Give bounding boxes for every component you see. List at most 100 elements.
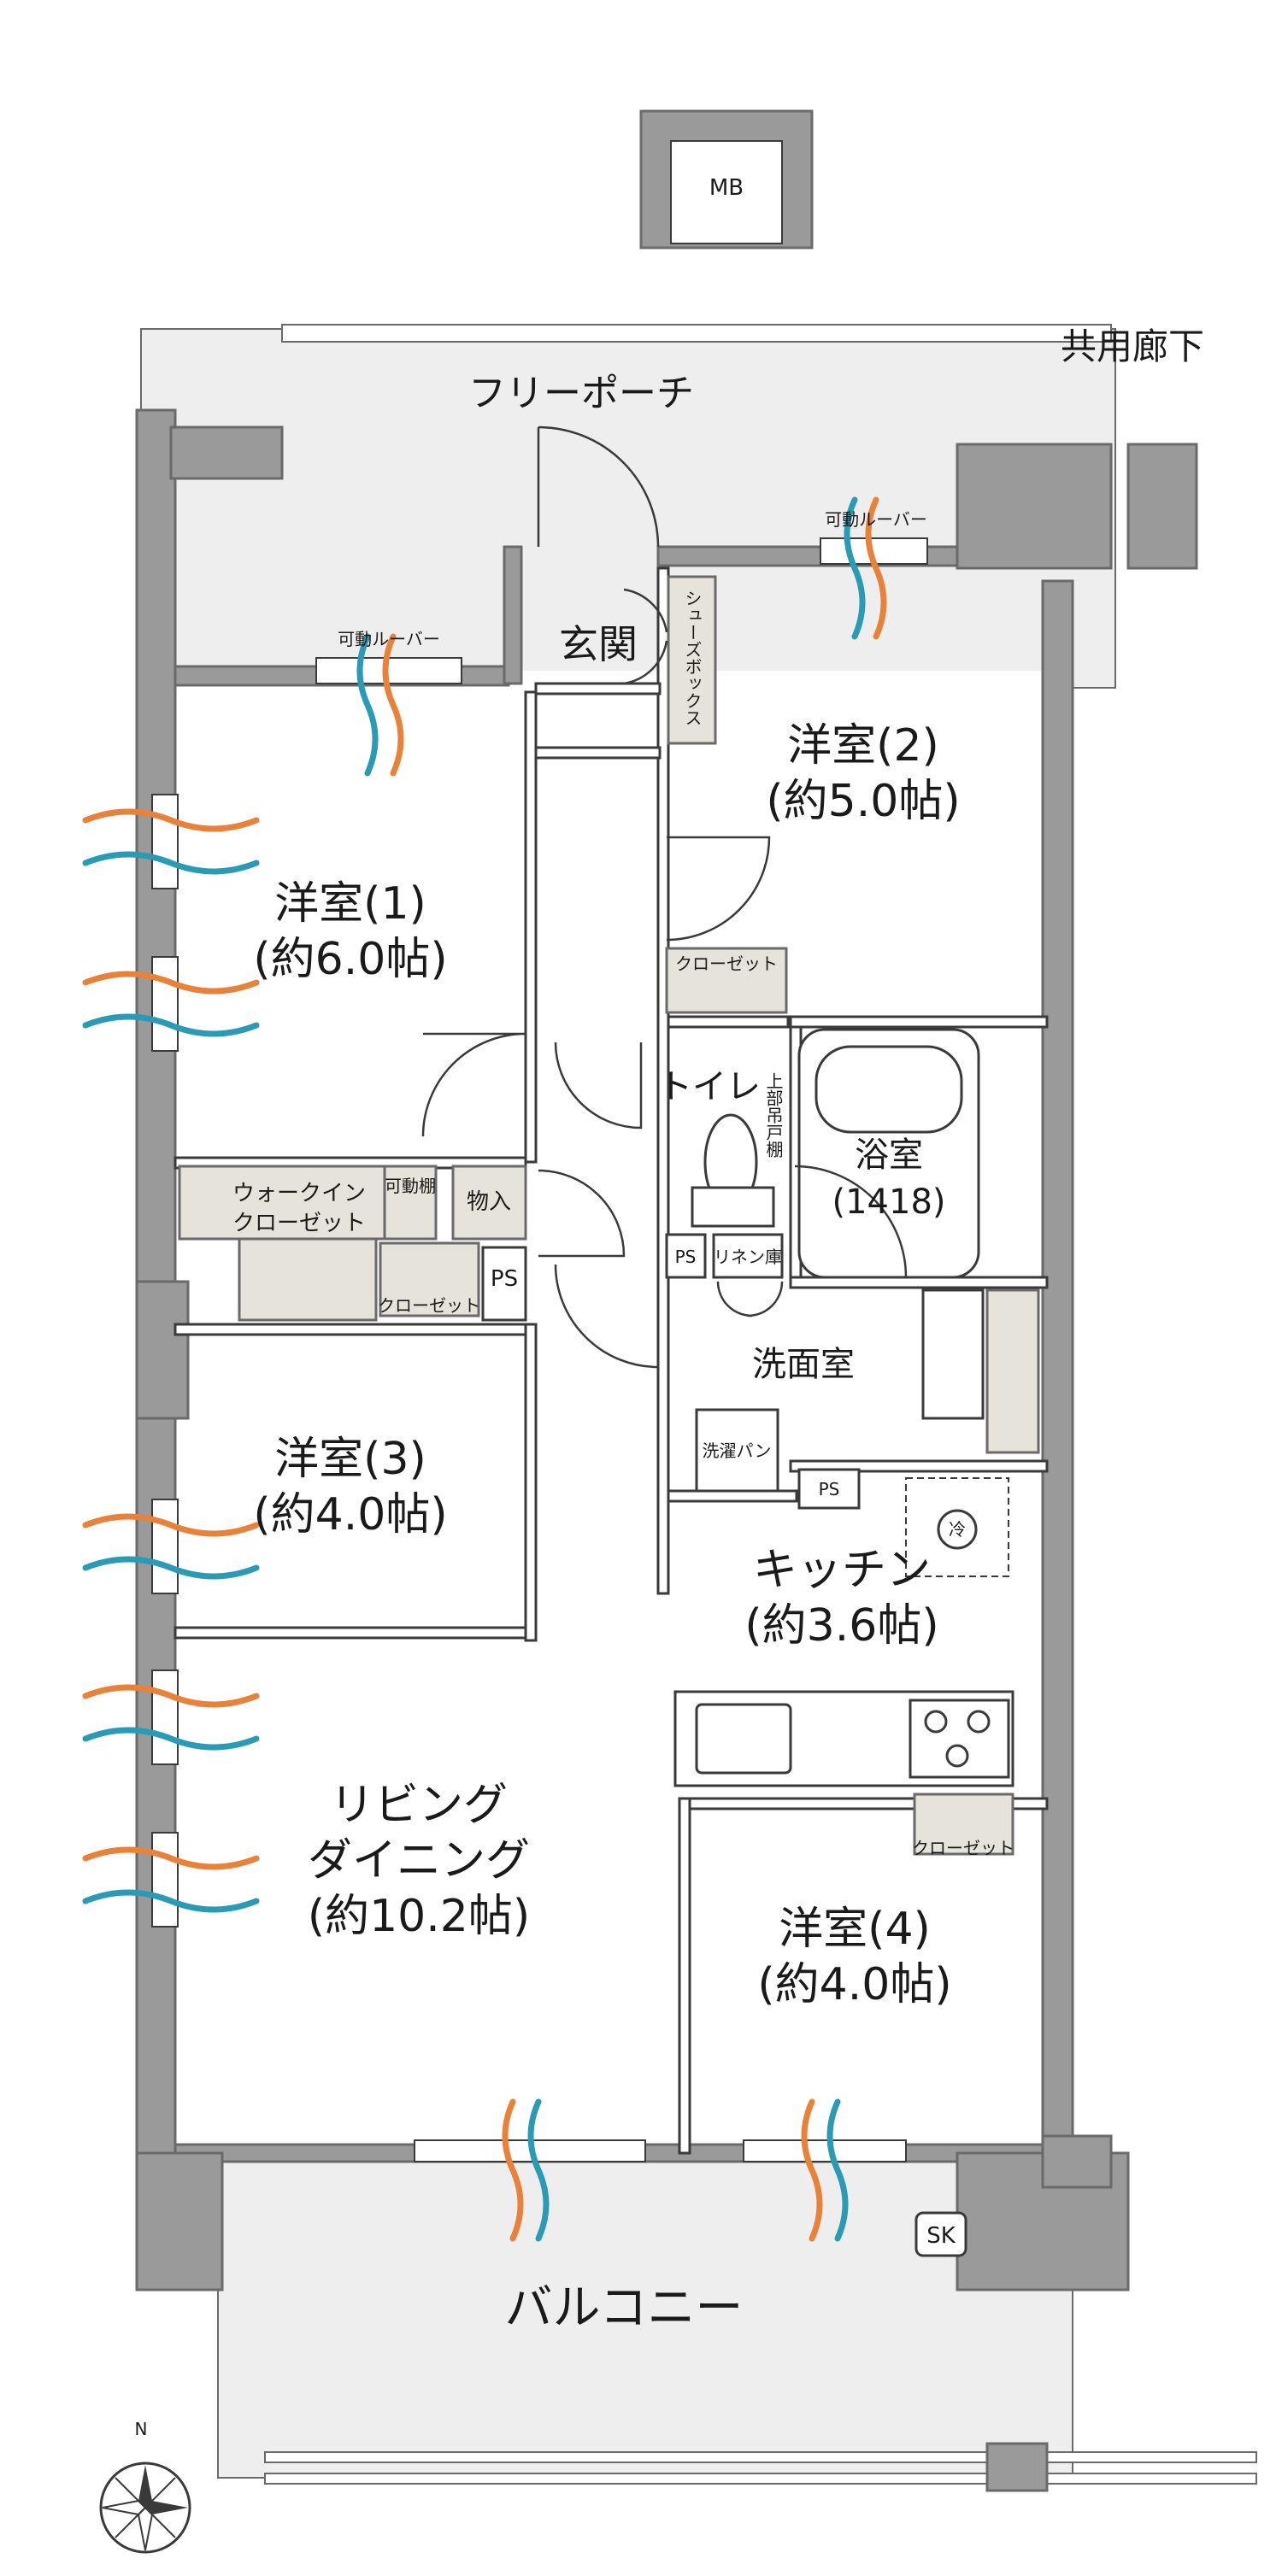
burner-2 xyxy=(967,1710,991,1734)
partition-bath-north xyxy=(789,1015,1049,1029)
label-louver-r1: 可動ルーバー xyxy=(338,629,440,649)
north-wall-step xyxy=(503,545,523,685)
door-hall xyxy=(554,1264,660,1369)
partition-wash-south xyxy=(667,1489,798,1503)
label-common-corridor: 共用廊下 xyxy=(1061,326,1204,367)
label-western3-name: 洋室(3) xyxy=(274,1434,426,1485)
label-movable-shelf: 可動棚 xyxy=(385,1176,436,1196)
label-sk: SK xyxy=(926,2223,956,2249)
storage-box xyxy=(451,1165,527,1241)
label-north: N xyxy=(135,2419,148,2439)
movable-shelf xyxy=(383,1165,438,1241)
label-entrance: 玄関 xyxy=(559,621,638,667)
fridge-mark xyxy=(937,1509,978,1550)
ps-box-2 xyxy=(665,1233,707,1279)
storage-units xyxy=(178,575,1040,1856)
label-upper-cabinet: 上部吊戸棚 xyxy=(763,1072,784,1158)
door-shoebox xyxy=(623,588,668,685)
airflow-w6 xyxy=(82,1556,260,1580)
partition-r3-east xyxy=(524,1323,538,1642)
label-bath-size: (1418) xyxy=(832,1182,945,1222)
label-laundry-pan: 洗濯パン xyxy=(703,1441,772,1461)
airflow-living-orange xyxy=(502,2098,524,2242)
sk-box xyxy=(914,2211,967,2257)
closet-r3 xyxy=(379,1241,480,1317)
label-fridge: 冷 xyxy=(949,1519,966,1540)
airflow-r2-blue xyxy=(844,496,866,640)
label-kitchen-name: キッチン xyxy=(753,1545,931,1596)
door-r2 xyxy=(666,836,771,942)
label-western3-size: (約4.0帖) xyxy=(253,1489,447,1540)
label-balcony: バルコニー xyxy=(505,2280,744,2336)
window-r4-south xyxy=(743,2139,907,2162)
label-western2-name: 洋室(2) xyxy=(787,720,939,772)
airflow-w7 xyxy=(82,1684,260,1708)
interior-floor xyxy=(175,671,1060,2162)
door-storage xyxy=(538,1169,626,1258)
partition-entrance-north xyxy=(534,682,662,695)
partition-entrance-south xyxy=(534,746,662,760)
airflow-w10 xyxy=(82,1889,260,1913)
porch-area xyxy=(140,328,1116,689)
closet-r4 xyxy=(913,1793,1014,1856)
toilet-tank xyxy=(691,1186,775,1228)
airflow-r4-blue xyxy=(826,2098,849,2242)
west-pier xyxy=(135,1280,190,1420)
shoe-box xyxy=(667,575,717,745)
label-closet-r4: クローゼット xyxy=(912,1838,1014,1858)
burner-3 xyxy=(945,1744,969,1768)
labels: 洋室(1) (約6.0帖) 洋室(2) (約5.0帖) 洋室(3) (約4.0帖… xyxy=(135,175,1204,2439)
east-wall xyxy=(1041,579,1074,2163)
partition-r1-east xyxy=(524,690,538,1164)
label-shoe-box: シューズボックス xyxy=(682,590,703,726)
airflow-w8 xyxy=(82,1727,260,1751)
label-toilet: トイレ xyxy=(658,1067,761,1106)
airflow-w2 xyxy=(82,851,260,875)
airflow-w4 xyxy=(82,1013,260,1037)
label-bath-name: 浴室 xyxy=(855,1135,923,1175)
label-walkin-line1: ウォークイン xyxy=(232,1181,366,1206)
kitchen-sink xyxy=(695,1703,792,1775)
window-living-a xyxy=(151,1669,179,1765)
partition-closet2 xyxy=(667,1015,790,1029)
label-walkin-line2: クローゼット xyxy=(232,1211,366,1236)
partition-r3-south xyxy=(173,1626,527,1640)
airflow-r4-orange xyxy=(801,2098,823,2242)
label-linen: リネン庫 xyxy=(714,1247,782,1267)
porch-rail xyxy=(281,324,1112,343)
airflow-r2-orange xyxy=(865,496,887,640)
walkin-closet xyxy=(178,1165,420,1241)
label-ps-2: PS xyxy=(675,1247,697,1267)
partition-r3-north xyxy=(173,1323,527,1336)
wash-cabinet xyxy=(985,1288,1040,1454)
balcony-rail xyxy=(264,2451,1257,2463)
label-free-porch: フリーポーチ xyxy=(468,372,694,415)
closet-r2 xyxy=(665,947,788,1014)
ps-box-1 xyxy=(481,1246,527,1322)
airflow xyxy=(82,496,887,2242)
column-ne xyxy=(956,443,1113,570)
walkin-closet-lower xyxy=(238,1237,378,1322)
mb-box xyxy=(670,140,783,244)
bathtub-inner xyxy=(814,1045,963,1134)
partition-corridor-east xyxy=(656,566,670,1595)
column-se-2 xyxy=(1041,2134,1113,2189)
label-living-line1: リビング xyxy=(330,1780,508,1831)
airflow-w9 xyxy=(82,1846,260,1870)
column-ne-2 xyxy=(1126,443,1198,570)
column-nw xyxy=(169,425,284,480)
label-western2-size: (約5.0帖) xyxy=(766,776,960,827)
label-storage: 物入 xyxy=(467,1189,511,1215)
door-toilet xyxy=(554,1042,643,1130)
label-kitchen-size: (約3.6帖) xyxy=(744,1600,938,1652)
window-r3 xyxy=(151,1499,179,1594)
vertical-labels: シューズボックス 上部吊戸棚 xyxy=(682,590,784,1158)
doors xyxy=(421,425,908,1369)
airflow-w1 xyxy=(82,808,260,832)
airflow-living-blue xyxy=(527,2098,550,2242)
door-bath xyxy=(794,1165,908,1279)
partition-r4-west xyxy=(678,1797,691,2155)
partition-bath-south xyxy=(789,1276,1049,1289)
label-closet-r2: クローゼット xyxy=(675,954,778,974)
